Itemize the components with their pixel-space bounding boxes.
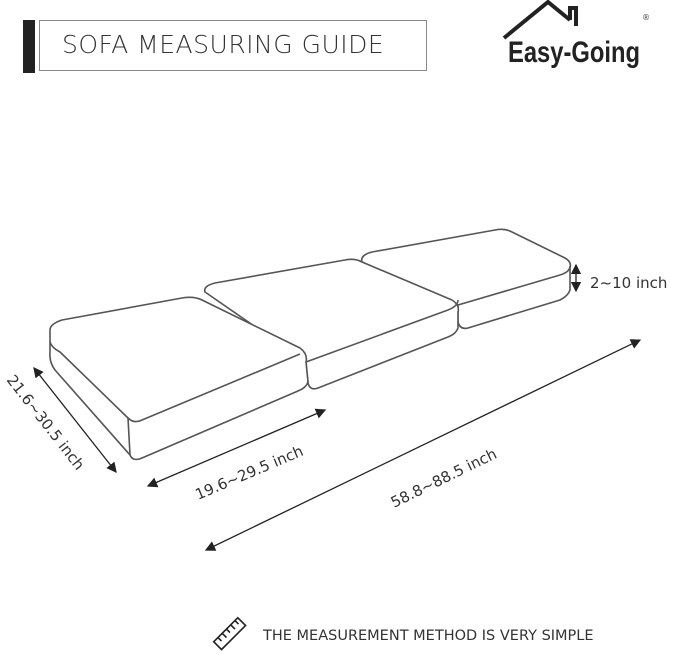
depth-arrow xyxy=(33,366,117,474)
page-title: SOFA MEASURING GUIDE xyxy=(62,30,385,59)
total-width-arrow xyxy=(204,339,642,551)
footer-text: THE MEASUREMENT METHOD IS VERY SIMPLE xyxy=(263,628,594,644)
title-accent-bar xyxy=(23,20,35,73)
seat-width-label: 19.6~29.5 inch xyxy=(193,442,306,504)
title-box: SOFA MEASURING GUIDE xyxy=(39,20,427,71)
brand-logo: Easy-Going ® xyxy=(502,0,650,69)
height-label: 2~10 inch xyxy=(590,274,667,292)
total-width-label: 58.8~88.5 inch xyxy=(388,445,500,512)
svg-text:®: ® xyxy=(642,13,650,22)
ruler-icon xyxy=(212,616,247,651)
svg-text:Easy-Going: Easy-Going xyxy=(508,36,640,69)
cushion-right xyxy=(360,228,572,330)
